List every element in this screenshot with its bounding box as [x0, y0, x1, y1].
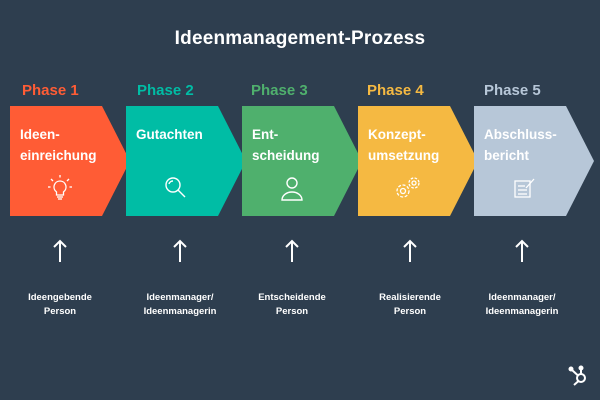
- phase-2-label: Phase 2: [137, 82, 194, 99]
- phase-5-arrow: Abschluss- bericht: [474, 106, 600, 216]
- lightbulb-icon: [43, 172, 77, 206]
- up-arrow-icon: [50, 238, 70, 264]
- gears-icon: [391, 172, 425, 206]
- phase-1-label: Phase 1: [22, 82, 79, 99]
- phase-4-label: Phase 4: [367, 82, 424, 99]
- phase-2-role: Ideenmanager/ Ideenmanagerin: [143, 292, 217, 317]
- hubspot-logo-icon: [566, 364, 590, 388]
- person-icon: [275, 172, 309, 206]
- phase-3-text: Ent- scheidung: [252, 127, 320, 163]
- phase-1-arrow: Ideen- einreichung: [10, 106, 140, 216]
- up-arrow-icon: [512, 238, 532, 264]
- phase-1-role: Ideengebende Person: [28, 292, 92, 317]
- up-arrow-icon: [282, 238, 302, 264]
- phase-3-arrow: Ent- scheidung: [242, 106, 372, 216]
- phase-5-label: Phase 5: [484, 82, 541, 99]
- phase-3-role: Entscheidende Person: [258, 292, 326, 317]
- up-arrow-icon: [170, 238, 190, 264]
- phase-5-text: Abschluss- bericht: [484, 127, 557, 163]
- phase-2-arrow: Gutachten: [126, 106, 256, 216]
- phase-1-text: Ideen- einreichung: [20, 127, 97, 163]
- phase-2-text: Gutachten: [136, 127, 203, 142]
- phase-4-text: Konzept- umsetzung: [368, 127, 440, 163]
- phase-5-role: Ideenmanager/ Ideenmanagerin: [485, 292, 559, 317]
- phase-4-arrow: Konzept- umsetzung: [358, 106, 488, 216]
- magnifier-icon: [159, 172, 193, 206]
- up-arrow-icon: [400, 238, 420, 264]
- phase-3-label: Phase 3: [251, 82, 308, 99]
- diagram-title: Ideenmanagement-Prozess: [174, 28, 426, 49]
- report-icon: [507, 172, 541, 206]
- phase-4-role: Realisierende Person: [379, 292, 441, 317]
